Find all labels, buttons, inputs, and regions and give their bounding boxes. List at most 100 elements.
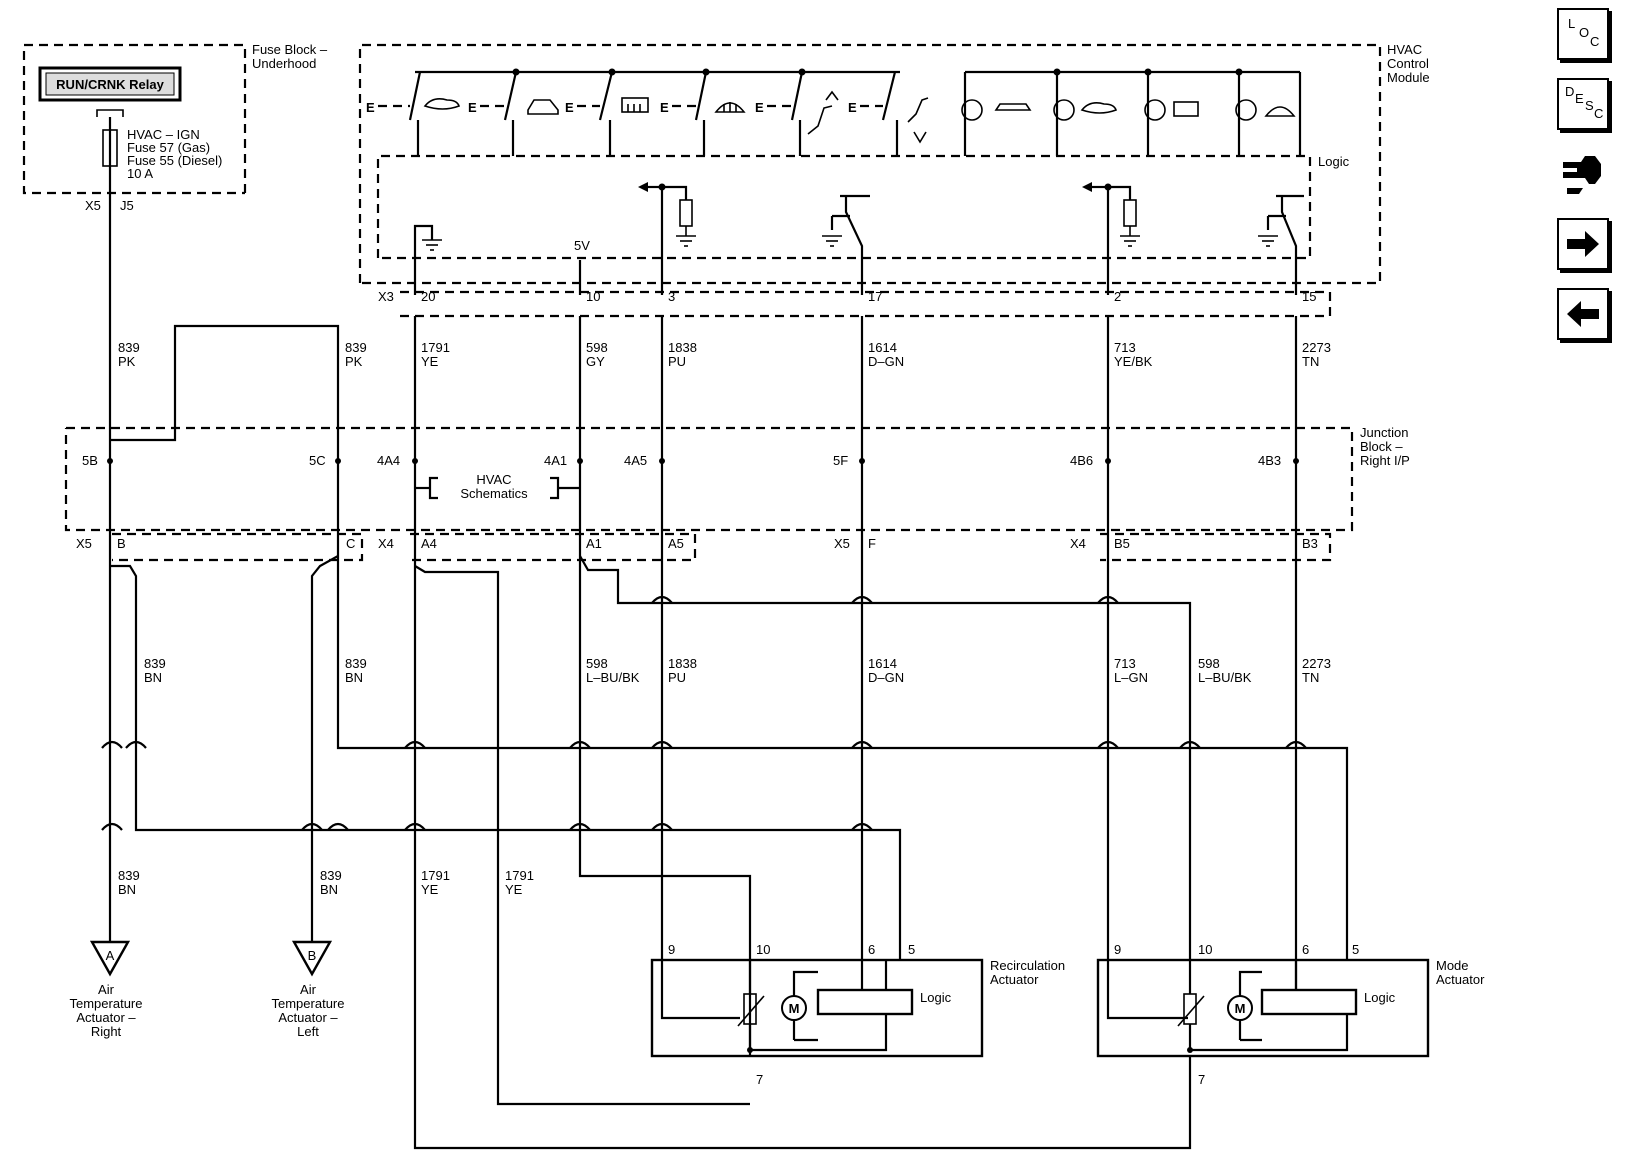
svg-text:GY: GY bbox=[586, 354, 605, 369]
junction-block-right-ip: Junction Block – Right I/P 5B 5C 4A4 4A1… bbox=[64, 425, 1410, 532]
svg-text:PK: PK bbox=[118, 354, 136, 369]
svg-text:Right I/P: Right I/P bbox=[1360, 453, 1410, 468]
svg-text:839: 839 bbox=[118, 868, 140, 883]
fuse-block-title-1: Fuse Block – bbox=[252, 42, 328, 57]
svg-text:1614: 1614 bbox=[868, 340, 897, 355]
jb-pin-4a4: 4A4 bbox=[377, 453, 400, 468]
desc-letter-d: D bbox=[1565, 84, 1575, 99]
x3-connector-label: X3 bbox=[378, 289, 394, 304]
five-volt-label: 5V bbox=[574, 238, 590, 253]
svg-text:598: 598 bbox=[1198, 656, 1220, 671]
wire-crossovers bbox=[101, 595, 1307, 831]
svg-text:C: C bbox=[346, 536, 355, 551]
svg-text:M: M bbox=[1235, 1001, 1246, 1016]
fuse-connector-label: X5 bbox=[85, 198, 101, 213]
jb-pin-4a5: 4A5 bbox=[624, 453, 647, 468]
svg-text:Left: Left bbox=[297, 1024, 319, 1039]
svg-text:Block –: Block – bbox=[1360, 439, 1403, 454]
svg-text:2273: 2273 bbox=[1302, 656, 1331, 671]
fuse-pin-label: J5 bbox=[120, 198, 134, 213]
svg-text:Air: Air bbox=[98, 982, 115, 997]
svg-text:713: 713 bbox=[1114, 340, 1136, 355]
switch-e-label: E bbox=[366, 100, 375, 115]
svg-text:2273: 2273 bbox=[1302, 340, 1331, 355]
location-button[interactable]: L O C bbox=[1557, 8, 1609, 60]
offpage-connector-b: B Air Temperature Actuator – Left bbox=[272, 940, 344, 1039]
svg-text:YE: YE bbox=[421, 354, 439, 369]
svg-text:Mode: Mode bbox=[1436, 958, 1469, 973]
next-page-button[interactable] bbox=[1557, 218, 1609, 270]
svg-text:1838: 1838 bbox=[668, 656, 697, 671]
svg-text:X4: X4 bbox=[1070, 536, 1086, 551]
hvac-module-title-2: Control bbox=[1387, 56, 1429, 71]
svg-text:BN: BN bbox=[345, 670, 363, 685]
svg-text:7: 7 bbox=[1198, 1072, 1205, 1087]
svg-text:A1: A1 bbox=[586, 536, 602, 551]
svg-text:5: 5 bbox=[908, 942, 915, 957]
svg-text:1838: 1838 bbox=[668, 340, 697, 355]
outside-air-car-icon bbox=[527, 99, 559, 115]
recirc-motor-icon bbox=[781, 995, 807, 1021]
description-button[interactable]: D E S C bbox=[1557, 78, 1609, 130]
mode-vent-icon bbox=[807, 90, 839, 135]
svg-text:Logic: Logic bbox=[920, 990, 952, 1005]
svg-text:5: 5 bbox=[1352, 942, 1359, 957]
svg-text:E: E bbox=[755, 100, 764, 115]
svg-text:839: 839 bbox=[320, 868, 342, 883]
svg-text:1614: 1614 bbox=[868, 656, 897, 671]
svg-text:Logic: Logic bbox=[1364, 990, 1396, 1005]
arrow-right-icon bbox=[1567, 231, 1599, 257]
svg-text:YE: YE bbox=[421, 882, 439, 897]
svg-text:598: 598 bbox=[586, 340, 608, 355]
hvac-logic-label: Logic bbox=[1318, 154, 1350, 169]
svg-text:839: 839 bbox=[118, 340, 140, 355]
hvac-control-module: HVAC Control Module Logic E E E E E E bbox=[358, 42, 1430, 318]
mode-logic-box bbox=[1260, 988, 1358, 1016]
loc-letter-o: O bbox=[1579, 25, 1590, 40]
svg-text:TN: TN bbox=[1302, 670, 1319, 685]
jb-pin-4a1: 4A1 bbox=[544, 453, 567, 468]
svg-text:E: E bbox=[660, 100, 669, 115]
svg-text:Air: Air bbox=[300, 982, 317, 997]
indicator-lamps bbox=[961, 99, 1296, 121]
svg-text:7: 7 bbox=[756, 1072, 763, 1087]
mode-motor-icon bbox=[1227, 995, 1253, 1021]
svg-text:E: E bbox=[468, 100, 477, 115]
svg-text:BN: BN bbox=[118, 882, 136, 897]
svg-text:PK: PK bbox=[345, 354, 363, 369]
svg-text:E: E bbox=[565, 100, 574, 115]
connector-view-button[interactable] bbox=[1557, 148, 1609, 200]
svg-text:PU: PU bbox=[668, 354, 686, 369]
svg-text:B: B bbox=[117, 536, 126, 551]
loc-letter-l: L bbox=[1568, 16, 1576, 31]
svg-text:839: 839 bbox=[144, 656, 166, 671]
svg-text:X5: X5 bbox=[834, 536, 850, 551]
svg-text:BN: BN bbox=[320, 882, 338, 897]
fuse-line-4: 10 A bbox=[127, 166, 153, 181]
svg-text:598: 598 bbox=[586, 656, 608, 671]
previous-page-button[interactable] bbox=[1557, 288, 1609, 340]
svg-text:F: F bbox=[868, 536, 876, 551]
connector-icon bbox=[1563, 156, 1601, 194]
svg-text:9: 9 bbox=[1114, 942, 1121, 957]
fuse-line-1: HVAC – IGN bbox=[127, 127, 200, 142]
relay-label: RUN/CRNK Relay bbox=[56, 77, 164, 92]
svg-text:A5: A5 bbox=[668, 536, 684, 551]
x3-pin-10: 10 bbox=[586, 289, 600, 304]
offpage-connector-a: A Air Temperature Actuator – Right bbox=[70, 940, 142, 1039]
front-defrost-icon bbox=[714, 102, 746, 113]
jb-pin-5c: 5C bbox=[309, 453, 326, 468]
lower-connectors: X5 B C X4 A4 A1 A5 X5 F X4 B5 B3 bbox=[76, 532, 1332, 562]
hvac-schematics-ref-2: Schematics bbox=[460, 486, 528, 501]
svg-text:Actuator –: Actuator – bbox=[76, 1010, 136, 1025]
svg-text:1791: 1791 bbox=[421, 868, 450, 883]
desc-letter-e: E bbox=[1575, 91, 1584, 106]
svg-text:L–BU/BK: L–BU/BK bbox=[1198, 670, 1252, 685]
svg-text:A4: A4 bbox=[421, 536, 437, 551]
svg-text:L–BU/BK: L–BU/BK bbox=[586, 670, 640, 685]
svg-text:E: E bbox=[848, 100, 857, 115]
svg-text:839: 839 bbox=[345, 340, 367, 355]
x3-pin-17: 17 bbox=[868, 289, 882, 304]
jb-pin-4b6: 4B6 bbox=[1070, 453, 1093, 468]
